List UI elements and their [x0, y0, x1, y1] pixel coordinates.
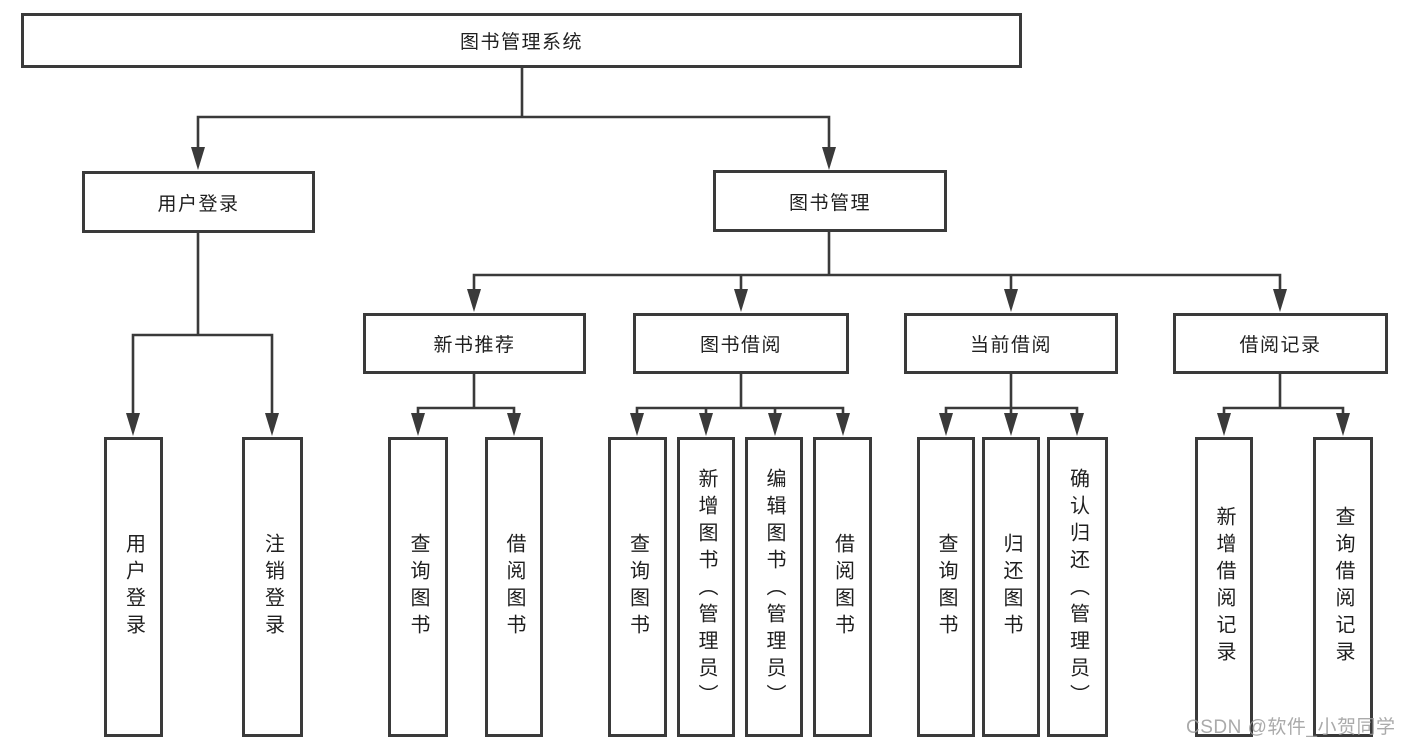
leaf-query-borrow-record: 查询借阅记录 — [1313, 437, 1373, 737]
leaf-borrow-books-recommend: 借阅图书 — [485, 437, 543, 737]
leaf-query-books-borrowing: 查询图书 — [608, 437, 667, 737]
node-user-login: 用户登录 — [82, 171, 315, 233]
leaf-query-books-recommend: 查询图书 — [388, 437, 448, 737]
leaf-confirm-return-admin: 确认归还（管理员） — [1047, 437, 1108, 737]
node-system-root: 图书管理系统 — [21, 13, 1022, 68]
node-new-book-recommend: 新书推荐 — [363, 313, 586, 374]
leaf-user-login: 用户登录 — [104, 437, 163, 737]
node-book-borrowing: 图书借阅 — [633, 313, 849, 374]
leaf-borrow-books-borrowing: 借阅图书 — [813, 437, 872, 737]
csdn-watermark: CSDN @软件_小贺同学 — [1186, 717, 1396, 738]
leaf-add-book-admin: 新增图书（管理员） — [677, 437, 735, 737]
leaf-add-borrow-record: 新增借阅记录 — [1195, 437, 1253, 737]
leaf-query-books-current: 查询图书 — [917, 437, 975, 737]
leaf-return-book: 归还图书 — [982, 437, 1040, 737]
node-book-management: 图书管理 — [713, 170, 947, 232]
leaf-logout: 注销登录 — [242, 437, 303, 737]
arrowheads — [126, 147, 1350, 436]
leaf-edit-book-admin: 编辑图书（管理员） — [745, 437, 803, 737]
node-borrowing-records: 借阅记录 — [1173, 313, 1388, 374]
node-current-borrowing: 当前借阅 — [904, 313, 1118, 374]
